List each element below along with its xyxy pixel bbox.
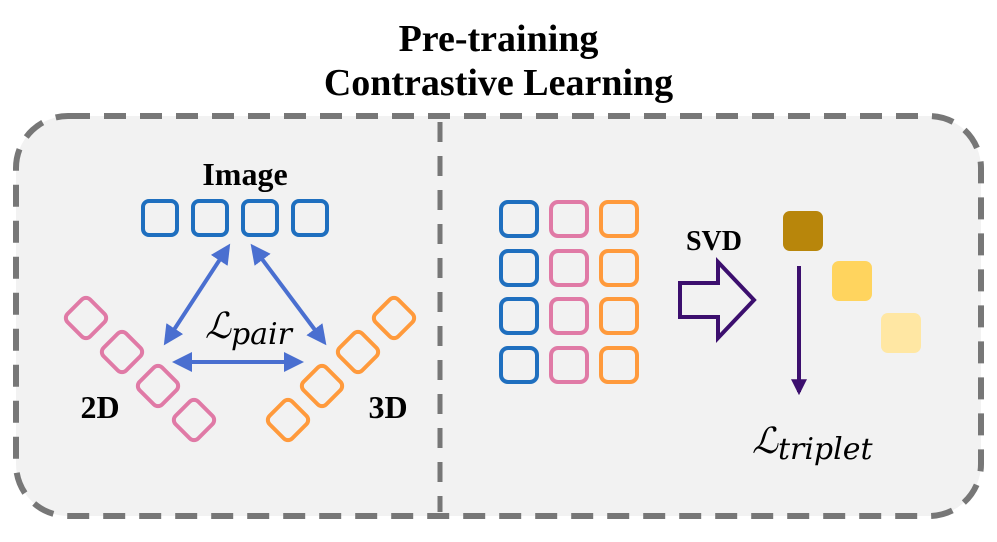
singular-value-1 <box>783 211 823 251</box>
matrix-column-3d <box>599 200 639 384</box>
matrix-token <box>499 346 539 384</box>
matrix-token <box>499 200 539 238</box>
svd-label: SVD <box>686 226 742 257</box>
singular-value-2 <box>832 261 872 301</box>
label-2d: 2D <box>80 389 119 425</box>
token-3d <box>265 397 311 443</box>
title-line-1: Pre-training <box>398 18 599 60</box>
matrix-token <box>599 297 639 335</box>
token-3d <box>335 329 381 375</box>
tokens-3d <box>265 295 417 443</box>
token-matrix <box>499 200 639 384</box>
token-2d <box>99 329 145 375</box>
loss-triplet-script: ℒ <box>752 421 779 462</box>
matrix-token <box>499 249 539 287</box>
matrix-column-2d <box>549 200 589 384</box>
token-3d <box>371 295 417 341</box>
token-2d <box>171 397 217 443</box>
matrix-token <box>599 346 639 384</box>
loss-pair-script: ℒ <box>205 306 232 347</box>
matrix-token <box>599 200 639 238</box>
matrix-token <box>549 297 589 335</box>
loss-triplet-subscript: triplet <box>778 432 874 467</box>
token-2d <box>63 295 109 341</box>
title-line-2: Contrastive Learning <box>323 62 674 104</box>
image-token <box>241 199 279 237</box>
image-token <box>141 199 179 237</box>
image-token <box>291 199 329 237</box>
image-tokens <box>141 199 329 237</box>
svd-arrow <box>678 256 757 344</box>
matrix-token <box>599 249 639 287</box>
image-token <box>191 199 229 237</box>
matrix-token <box>499 297 539 335</box>
tokens-2d <box>63 295 217 443</box>
panel-background <box>13 113 984 519</box>
image-label: Image <box>202 156 287 192</box>
label-3d: 3D <box>368 389 407 425</box>
matrix-column-image <box>499 200 539 384</box>
loss-pair-subscript: pair <box>231 317 294 352</box>
matrix-token <box>549 200 589 238</box>
matrix-token <box>549 346 589 384</box>
token-3d <box>299 363 345 409</box>
loss-triplet: ℒtriplet <box>752 421 873 467</box>
matrix-token <box>549 249 589 287</box>
arrow-image-3d <box>250 243 327 346</box>
loss-pair: ℒpair <box>205 306 294 352</box>
pair-arrows <box>163 243 327 372</box>
arrow-image-2d <box>163 243 231 346</box>
singular-value-3 <box>881 313 921 353</box>
token-2d <box>135 363 181 409</box>
